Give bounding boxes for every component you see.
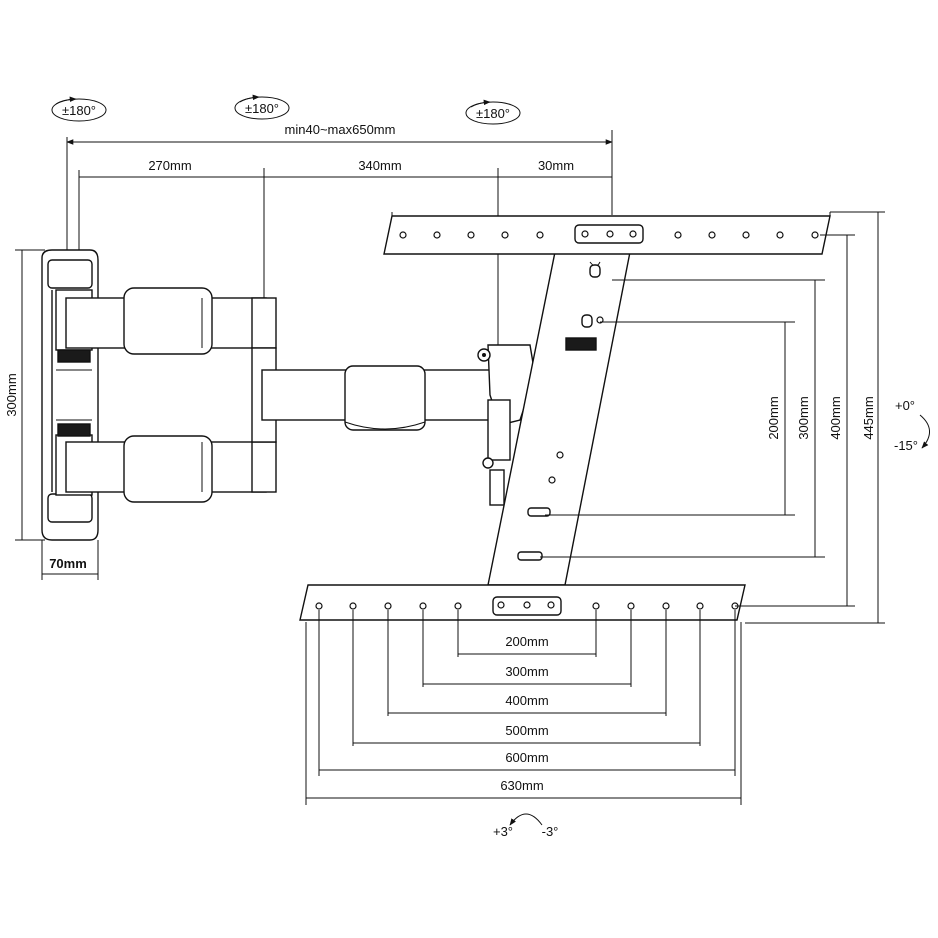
top-dimension-lines: min40~max650mm 270mm 340mm 30mm xyxy=(66,122,613,345)
wall-plate xyxy=(41,249,99,541)
max-width-label: 630mm xyxy=(500,778,543,793)
rotation-label-middle: ±180° xyxy=(245,101,279,116)
arm-2 xyxy=(261,365,513,431)
bottom-rail xyxy=(299,584,746,621)
rotation-label-right: ±180° xyxy=(476,106,510,121)
tilt-head xyxy=(477,344,536,506)
vesa-h-200-label: 200mm xyxy=(505,634,548,649)
swivel-minus-label: -3° xyxy=(542,824,559,839)
swivel-indicator: +3° -3° xyxy=(493,813,559,839)
wall-plate-height-label: 300mm xyxy=(4,373,19,416)
rotation-symbol-right: ±180° xyxy=(465,99,521,125)
vesa-h-300-label: 300mm xyxy=(505,664,548,679)
arm2-label: 340mm xyxy=(358,158,401,173)
vesa-h-600-label: 600mm xyxy=(505,750,548,765)
rotation-label-left: ±180° xyxy=(62,103,96,118)
vesa-v-300-label: 300mm xyxy=(796,396,811,439)
extension-label: min40~max650mm xyxy=(285,122,396,137)
arm-1-upper xyxy=(65,287,277,355)
top-rail xyxy=(383,212,831,255)
swivel-plus-label: +3° xyxy=(493,824,513,839)
rotation-symbol-middle: ±180° xyxy=(234,94,290,120)
vesa-h-400-label: 400mm xyxy=(505,693,548,708)
arm-1-lower xyxy=(65,435,277,503)
tilt-down-label: -15° xyxy=(894,438,918,453)
max-height-label: 445mm xyxy=(861,396,876,439)
vesa-v-400-label: 400mm xyxy=(828,396,843,439)
vesa-v-200-label: 200mm xyxy=(766,396,781,439)
wall-plate-depth-label: 70mm xyxy=(49,556,87,571)
horizontal-vesa-dimensions: 200mm 300mm 400mm 500mm 600mm 630mm xyxy=(305,610,742,805)
tilt-up-label: +0° xyxy=(895,398,915,413)
head-label: 30mm xyxy=(538,158,574,173)
vesa-h-500-label: 500mm xyxy=(505,723,548,738)
rotation-symbol-left: ±180° xyxy=(51,96,107,122)
tilt-indicator: +0° -15° xyxy=(894,398,930,453)
arm1-label: 270mm xyxy=(148,158,191,173)
vertical-vesa-dimensions: 200mm 300mm 400mm 445mm xyxy=(540,211,885,624)
wall-plate-dimensions: 300mm 70mm xyxy=(4,249,99,580)
